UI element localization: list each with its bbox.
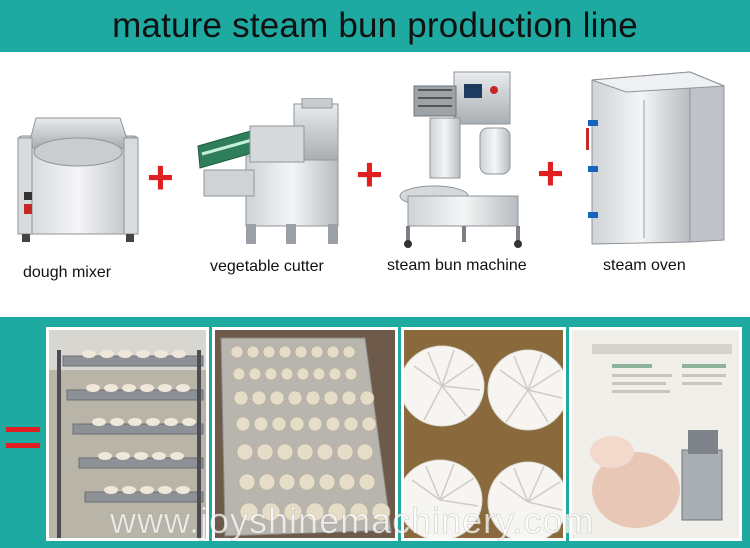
plus-sign: + <box>356 148 383 200</box>
plus-sign: + <box>147 151 174 203</box>
machine-label: steam oven <box>603 257 686 274</box>
page-title: mature steam bun production line <box>112 6 638 45</box>
dough-mixer-icon <box>17 117 139 242</box>
plus-sign: + <box>537 147 564 199</box>
title-banner: mature steam bun production line <box>0 0 750 52</box>
watermark-text: www.joyshinemachinery.com <box>110 500 595 542</box>
bun-tray-icon <box>215 330 395 538</box>
machines-row: dough mixer + vegetable cutter + steam b… <box>0 52 750 317</box>
brochure-icon <box>572 330 739 538</box>
vegetable-cutter-icon <box>197 98 339 244</box>
steam-bun-machine-icon <box>399 71 522 248</box>
bun-tray-rack-icon <box>49 330 206 538</box>
bun-tray-photo <box>212 327 398 541</box>
brochure-photo <box>569 327 742 541</box>
results-panel <box>0 317 750 548</box>
equals-sign <box>6 424 40 452</box>
bun-tray-rack-photo <box>46 327 209 541</box>
machine-label: steam bun machine <box>387 257 527 274</box>
steam-oven-icon <box>586 71 725 245</box>
steamed-buns-closeup-photo <box>401 327 566 541</box>
machine-label: dough mixer <box>23 264 112 281</box>
steamed-buns-closeup-icon <box>404 330 563 538</box>
machine-label: vegetable cutter <box>210 258 324 275</box>
